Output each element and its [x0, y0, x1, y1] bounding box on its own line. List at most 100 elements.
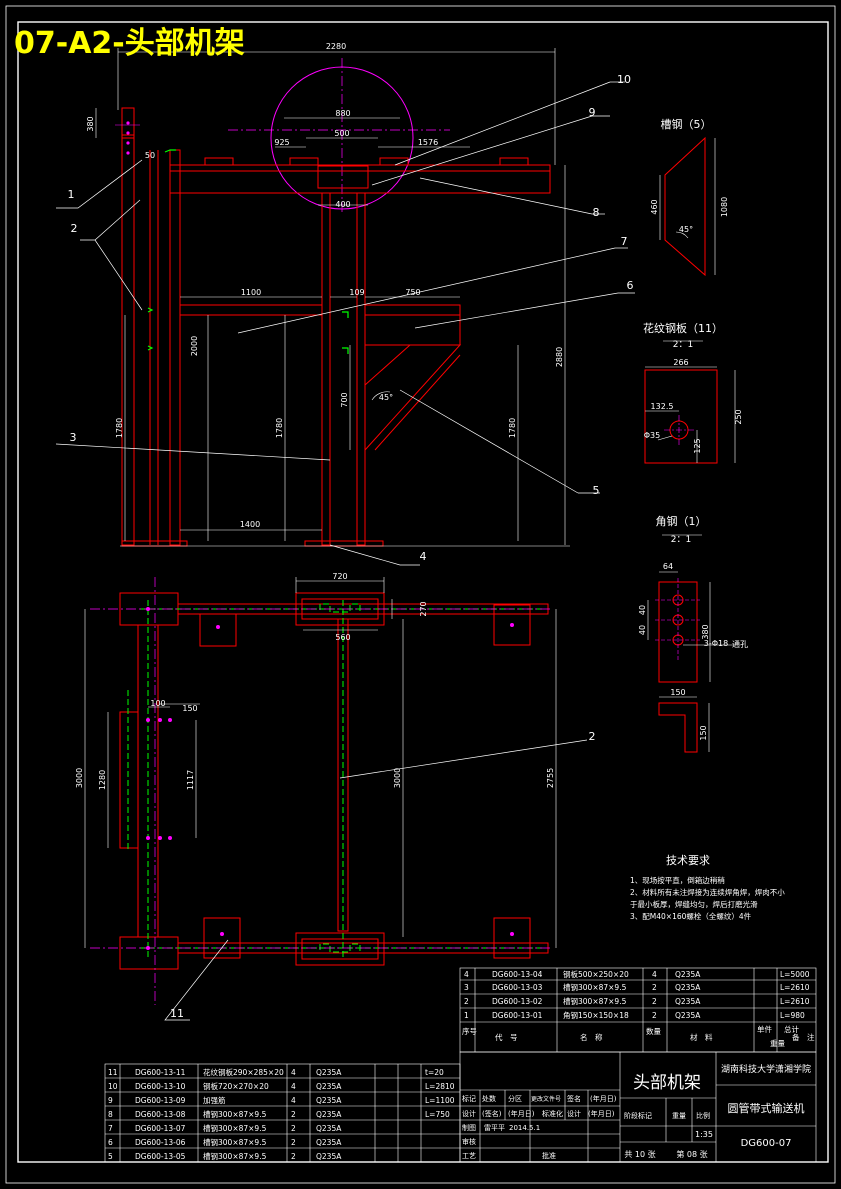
dim-1576: 1576 [418, 138, 438, 147]
dim-750: 750 [405, 288, 420, 297]
dim-560: 560 [335, 633, 350, 642]
detail-plate-title: 花纹钢板（11） [643, 321, 723, 335]
bom-cell: 2 [652, 997, 657, 1006]
tb-label: 制图 [462, 1123, 476, 1132]
bom-cell: 4 [652, 970, 657, 979]
dim-1280: 1280 [98, 770, 107, 790]
bom-cell: L=980 [780, 1011, 805, 1020]
bom-cell: DG600-13-01 [492, 1011, 543, 1020]
angle-dim-40a: 40 [638, 605, 647, 615]
bom-header: 总计 [784, 1024, 799, 1034]
tb-label: 标记 [462, 1094, 476, 1103]
bom-lower-cell: Q235A [316, 1082, 342, 1091]
bom-upper: 4 DG600-13-04 钢板500×250×20 4 Q235A L=500… [459, 967, 817, 1053]
part-name: 头部机架 [633, 1073, 701, 1093]
tb-label: 标准化 [542, 1109, 563, 1118]
dim-2755: 2755 [546, 768, 555, 788]
bom-cell: 4 [464, 970, 469, 979]
bom-header: 代 号 [495, 1032, 518, 1042]
plate-dim-125: 125 [693, 438, 702, 453]
bom-lower-cell: DG600-13-05 [135, 1152, 186, 1161]
mid-beam-left [179, 304, 323, 316]
balloon-8: 8 [593, 206, 600, 219]
bom-lower-cell: 2 [291, 1138, 296, 1147]
channel-dim-angle: 45° [679, 225, 693, 234]
plate-dim-132: 132.5 [651, 402, 674, 411]
dim-1100: 1100 [241, 288, 261, 297]
bom-cell: 槽钢300×87×9.5 [563, 996, 627, 1006]
bom-lower-cell: 5 [108, 1152, 113, 1161]
angle-section [658, 702, 698, 753]
bom-header: 名 称 [580, 1032, 603, 1042]
angle-dim-64: 64 [663, 562, 673, 571]
tb-label: 阶段标记 [624, 1111, 652, 1120]
dim-270: 270 [419, 601, 428, 616]
bom-lower-cell: DG600-13-08 [135, 1110, 186, 1119]
scale-value: 1:35 [695, 1130, 713, 1139]
plate-outline [644, 369, 718, 464]
dim-1117: 1117 [186, 770, 195, 790]
bom-header: 数量 [646, 1026, 661, 1036]
tb-label: (签名) [482, 1109, 502, 1118]
balloon-9: 9 [589, 106, 596, 119]
dim-2000: 2000 [190, 336, 199, 356]
bom-lower-cell: 钢板720×270×20 [203, 1081, 269, 1091]
detail-channel: 槽钢（5） 460 1080 45° [650, 118, 729, 277]
detail-angle-scale: 2：1 [671, 535, 691, 545]
tb-label: (年月日) [590, 1094, 617, 1103]
dim-500: 500 [334, 129, 349, 138]
balloon-5: 5 [593, 484, 600, 497]
bom-cell: DG600-13-04 [492, 970, 543, 979]
angle-dim-40b: 40 [638, 625, 647, 635]
dim-380: 380 [86, 116, 95, 131]
tb-label: 审核 [462, 1137, 476, 1146]
dim-1400: 1400 [240, 520, 260, 529]
bom-cell: 3 [464, 983, 469, 992]
balloon-10: 10 [617, 73, 631, 86]
diagonal-brace [364, 344, 462, 451]
balloon-3: 3 [70, 431, 77, 444]
plan-view: 720 560 100 150 270 3000 1280 1117 3000 … [75, 572, 596, 1021]
dim-100: 100 [150, 699, 165, 708]
plan-balloon-11: 11 [170, 1007, 184, 1020]
bom-lower-cell: L=1100 [425, 1096, 455, 1105]
dim-1780-c: 1780 [508, 418, 517, 438]
detail-angle-title: 角钢（1） [656, 515, 707, 528]
balloon-2: 2 [71, 222, 78, 235]
bom-lower-cell: 4 [291, 1082, 296, 1091]
bom-lower-cell: 2 [291, 1110, 296, 1119]
bom-cell: 槽钢300×87×9.5 [563, 982, 627, 992]
bom-cell: DG600-13-02 [492, 997, 543, 1006]
bom-cell: 角钢150×150×18 [563, 1010, 629, 1020]
bom-cell: 2 [652, 983, 657, 992]
tb-label: 设计 [462, 1109, 476, 1118]
dim-109: 109 [349, 288, 364, 297]
bom-lower-cell: DG600-13-06 [135, 1138, 186, 1147]
school-name: 湖南科技大学潇湘学院 [721, 1063, 811, 1075]
bom-header: 重量 [770, 1039, 785, 1048]
bom-lower-cell: L=750 [425, 1110, 450, 1119]
tech-req-item: 2、材料所有未注焊接为连续焊角焊，焊肉不小 [630, 887, 785, 897]
bom-lower-cell: 8 [108, 1110, 113, 1119]
dim-720: 720 [332, 572, 347, 581]
bom-header: 材 料 [690, 1032, 713, 1042]
bom-cell: L=5000 [780, 970, 810, 979]
balloon-6: 6 [627, 279, 634, 292]
bom-lower-cell: DG600-13-11 [135, 1068, 186, 1077]
sheets-total: 共 10 张 [624, 1150, 655, 1159]
bom-lower-cell: 槽钢300×87×9.5 [203, 1137, 267, 1147]
bom-cell: Q235A [675, 1011, 701, 1020]
bom-header: 备 注 [792, 1032, 815, 1042]
tb-label: (年月日) [588, 1109, 615, 1118]
plate-dim-250: 250 [734, 409, 743, 424]
bom-cell: L=2610 [780, 997, 810, 1006]
bom-cell: 1 [464, 1011, 469, 1020]
tech-requirements: 技术要求 1、现场按平直，倒箱边稍稍 2、材料所有未注焊接为连续焊角焊，焊肉不小… [630, 854, 785, 921]
bom-lower-cell: 6 [108, 1138, 113, 1147]
tb-label: (年月日) [508, 1109, 535, 1118]
bom-lower-cell: 加强筋 [203, 1095, 226, 1105]
sheet-title: 07-A2-头部机架 [14, 26, 245, 61]
angle-dim-380: 380 [701, 624, 710, 639]
bom-header: 单件 [757, 1024, 772, 1034]
